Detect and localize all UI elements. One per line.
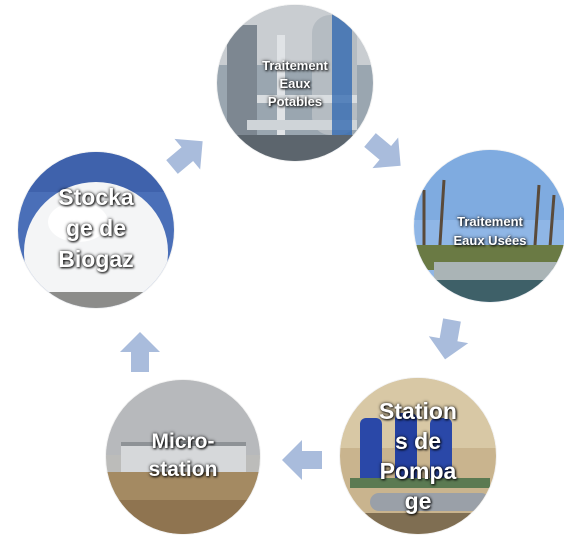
node-micro-station: Micro- station xyxy=(106,380,260,534)
node-label-line: Eaux Usées xyxy=(453,233,527,248)
arrow-usees-to-pompage-icon xyxy=(428,318,469,360)
node-label-line: s de xyxy=(394,428,442,454)
node-label-line: Micro- xyxy=(151,430,215,453)
node-label-line: Pompa xyxy=(379,458,457,484)
node-traitement-eaux-potables: Traitement Eaux Potables xyxy=(217,5,373,161)
arrow-pompage-to-micro-icon xyxy=(282,440,322,480)
biogas-storage-photo xyxy=(18,152,174,308)
node-stations-de-pompage: Station s de Pompa ge xyxy=(340,378,496,534)
node-label-line: Station xyxy=(379,398,457,424)
water-treatment-photo xyxy=(217,5,373,161)
node-label-line: Traitement xyxy=(262,58,328,73)
node-label-line: station xyxy=(148,458,218,481)
node-traitement-eaux-usees: Traitement Eaux Usées xyxy=(414,150,564,302)
node-label-line: Stocka xyxy=(58,184,134,210)
node-stockage-de-biogaz: Stocka ge de Biogaz xyxy=(18,152,174,308)
node-label-line: ge de xyxy=(65,215,127,241)
arrow-biogaz-to-potables-icon xyxy=(166,138,203,174)
micro-station-photo xyxy=(106,380,260,534)
node-label-line: Traitement xyxy=(457,214,523,229)
pumping-station-photo xyxy=(340,378,496,534)
arrow-micro-to-biogaz-icon xyxy=(120,332,160,372)
node-label-line: ge xyxy=(404,488,432,514)
node-label-line: Eaux xyxy=(279,76,311,91)
node-label-line: Biogaz xyxy=(58,246,134,272)
wastewater-treatment-photo xyxy=(414,150,564,302)
arrow-potables-to-usees-icon xyxy=(364,133,401,169)
node-label-line: Potables xyxy=(267,94,323,109)
